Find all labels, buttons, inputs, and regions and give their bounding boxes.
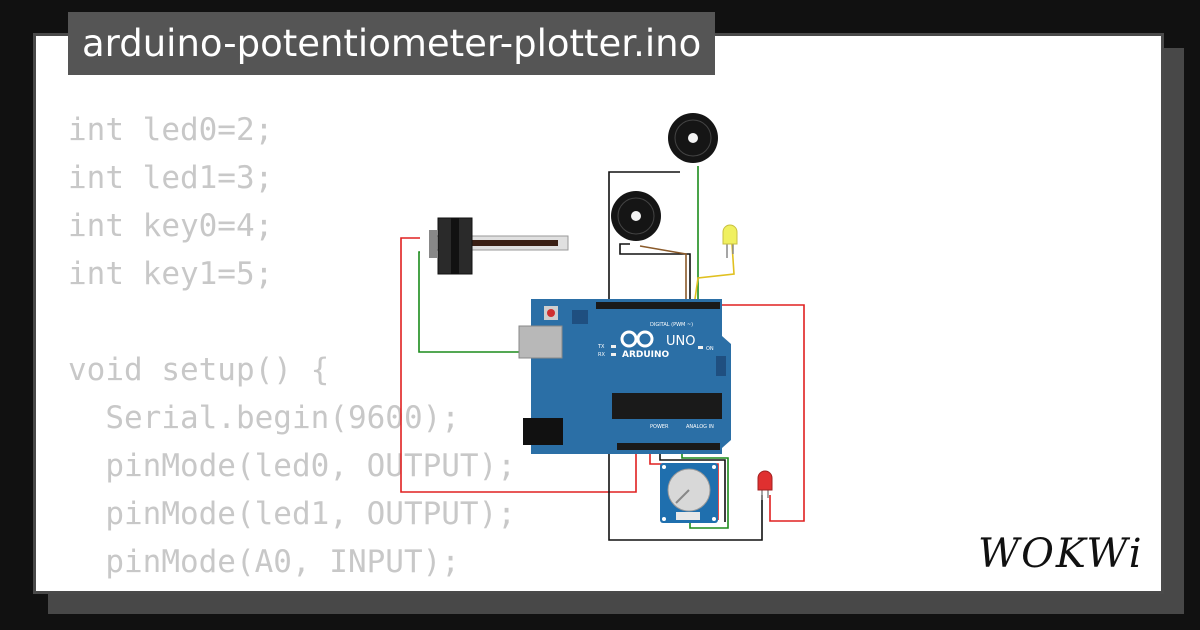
board-power-label: POWER <box>650 424 669 430</box>
code-line: int led0=2; <box>68 112 274 148</box>
code-line: void setup() { <box>68 352 330 388</box>
arduino-uno-board: ARDUINO UNO DIGITAL (PWM ~) ANALOG IN PO… <box>518 299 731 454</box>
board-brand: ARDUINO <box>622 350 670 360</box>
wire-yellow-led <box>693 243 735 307</box>
wire-green-pot <box>681 450 729 529</box>
board-on-label: ON <box>706 346 714 352</box>
board-digital-label: DIGITAL (PWM ~) <box>650 322 693 328</box>
led-red <box>757 470 773 500</box>
wire-black-ground <box>608 171 763 541</box>
rotary-potentiometer <box>660 463 718 523</box>
board-analog-label: ANALOG IN <box>686 424 714 430</box>
buzzer-top <box>668 113 718 163</box>
wokwi-logo: WOKWi <box>978 531 1144 577</box>
led-yellow <box>722 224 738 258</box>
buzzer-bottom <box>611 191 661 241</box>
code-line: pinMode(led1, OUTPUT); <box>68 496 516 532</box>
code-line: pinMode(A0, INPUT); <box>68 544 460 580</box>
wires <box>400 166 805 541</box>
board-tx-label: TX <box>597 344 605 350</box>
project-title: arduino-potentiometer-plotter.ino <box>68 12 716 75</box>
wire-black-pot <box>659 450 726 522</box>
wire-red-slider <box>400 237 637 493</box>
code-line: pinMode(led0, OUTPUT); <box>68 448 516 484</box>
code-background: int led0=2; int led1=3; int key0=4; int key… <box>68 106 516 591</box>
wire-brown-buzzer <box>639 245 687 306</box>
wire-red-led <box>710 304 805 522</box>
wokwi-logo-text: WOKWi <box>978 531 1144 577</box>
board-model: UNO <box>666 334 695 349</box>
slide-potentiometer <box>429 217 569 275</box>
board-rx-label: RX <box>598 352 605 358</box>
wire-black-buzzer <box>619 243 691 306</box>
code-line: int key1=5; <box>68 256 274 292</box>
code-line: int led1=3; <box>68 160 274 196</box>
code-line: int key0=4; <box>68 208 274 244</box>
